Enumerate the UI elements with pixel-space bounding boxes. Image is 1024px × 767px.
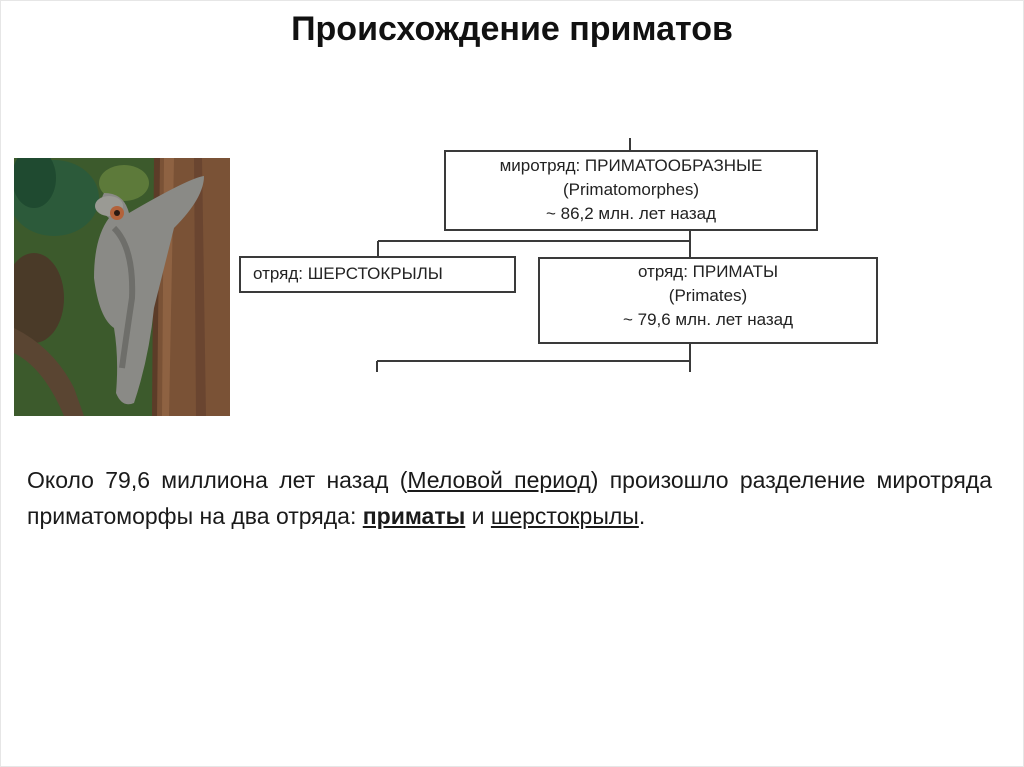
para-text-3: и xyxy=(465,503,491,529)
mirotryad-name: миротряд: ПРИМАТООБРАЗНЫЕ xyxy=(499,156,763,175)
box-otryad-sherstokryly: отряд: ШЕРСТОКРЫЛЫ xyxy=(239,256,516,293)
para-text-2: ) произошло разделение миротряда примато… xyxy=(27,467,992,529)
link-cretaceous-period[interactable]: Меловой период xyxy=(407,467,591,493)
box-mirotryad-primatomorphes: миротряд: ПРИМАТООБРАЗНЫЕ (Primatomorphe… xyxy=(444,150,818,231)
para-text-4: . xyxy=(638,503,646,529)
primates-latin: (Primates) xyxy=(668,286,748,305)
primates-age: ~ 79,6 млн. лет назад xyxy=(622,310,794,329)
slide-title: Происхождение приматов xyxy=(291,10,733,48)
link-primates[interactable]: приматы xyxy=(362,503,466,529)
description-paragraph: Около 79,6 миллиона лет назад (Меловой п… xyxy=(27,462,992,534)
colugo-photo xyxy=(14,158,230,416)
sherstokryly-name: отряд: ШЕРСТОКРЫЛЫ xyxy=(253,264,443,283)
box-otryad-primates: отряд: ПРИМАТЫ (Primates) ~ 79,6 млн. ле… xyxy=(538,257,878,344)
link-sherstokryly[interactable]: шерстокрылы xyxy=(490,503,639,529)
mirotryad-latin: (Primatomorphes) xyxy=(562,180,700,199)
primates-name: отряд: ПРИМАТЫ xyxy=(637,262,779,281)
mirotryad-age: ~ 86,2 млн. лет назад xyxy=(545,204,717,223)
para-text-1: Около 79,6 миллиона лет назад ( xyxy=(27,467,408,493)
